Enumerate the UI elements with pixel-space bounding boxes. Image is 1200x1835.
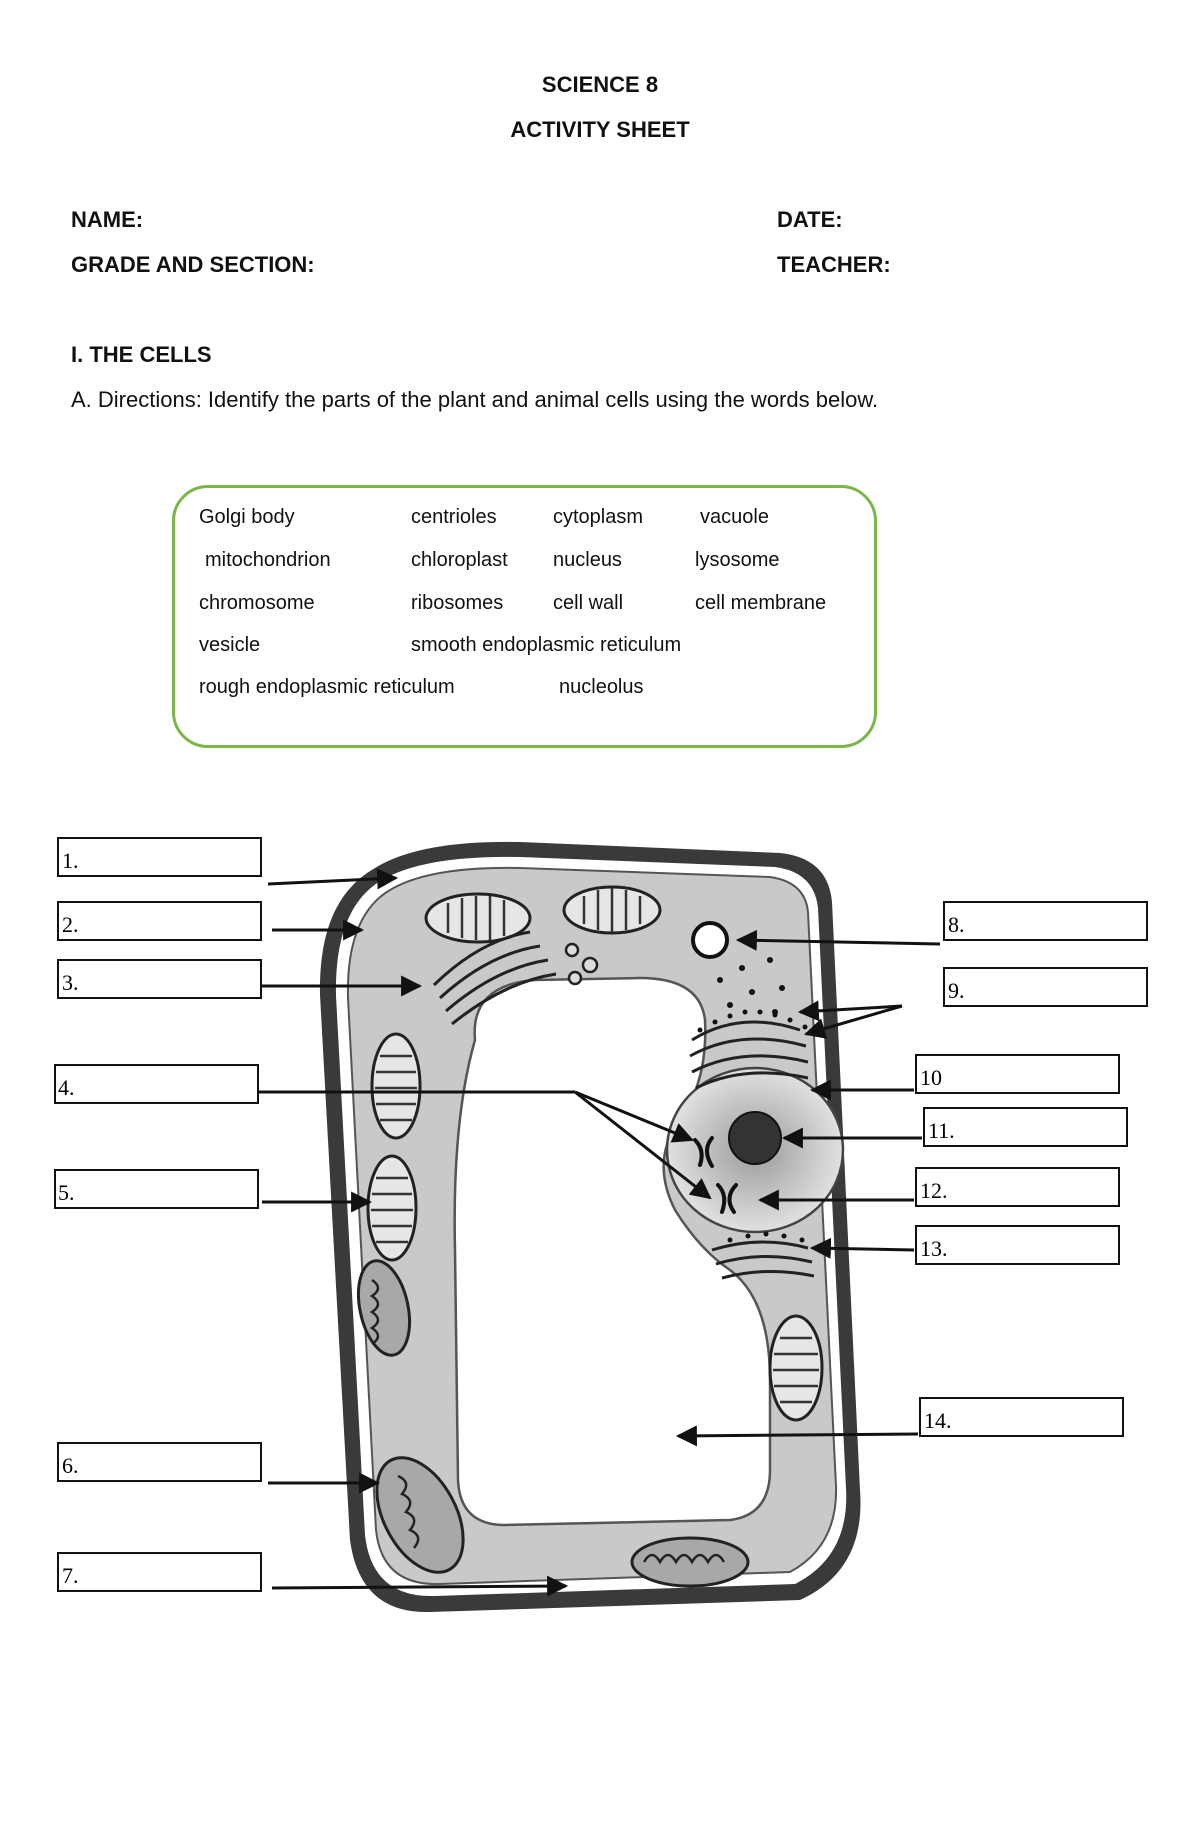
teacher-label: TEACHER: xyxy=(777,252,891,277)
pointer-arrows xyxy=(258,868,941,1597)
answer-label-4: 4. xyxy=(58,1075,75,1100)
worksheet-subtitle: ACTIVITY SHEET xyxy=(510,117,690,142)
mitochondrion-group xyxy=(356,1259,750,1588)
word-bank-item: smooth endoplasmic reticulum xyxy=(411,634,682,656)
word-bank-item: centrioles xyxy=(411,506,497,528)
grade-section-label: GRADE AND SECTION: xyxy=(71,252,315,277)
word-bank-item: vesicle xyxy=(199,634,261,656)
worksheet-title: SCIENCE 8 xyxy=(541,72,659,97)
rough-er-lower xyxy=(711,1240,815,1280)
chromosome-1 xyxy=(693,1136,714,1168)
word-bank-item: cell membrane xyxy=(695,592,827,614)
answer-label-10: 10 xyxy=(920,1065,942,1090)
golgi-vesicles xyxy=(564,942,599,986)
word-bank-item: chloroplast xyxy=(411,549,508,571)
word-bank-item: vacuole xyxy=(700,506,769,528)
word-bank-box xyxy=(172,485,877,748)
answer-label-12: 12. xyxy=(920,1178,948,1203)
directions-text: A. Directions: Identify the parts of the… xyxy=(71,387,879,412)
word-bank-item: ribosomes xyxy=(411,592,504,614)
answer-label-5: 5. xyxy=(58,1180,75,1205)
word-bank-item: nucleolus xyxy=(559,676,644,698)
central-vacuole xyxy=(453,976,772,1527)
answer-label-14: 14. xyxy=(924,1408,952,1433)
golgi-body xyxy=(432,930,557,1026)
answer-label-13: 13. xyxy=(920,1236,948,1261)
answer-label-8: 8. xyxy=(948,912,965,937)
answer-label-11: 11. xyxy=(928,1118,955,1143)
word-bank-item: mitochondrion xyxy=(205,549,331,571)
word-bank-item: nucleus xyxy=(553,549,622,571)
answer-label-7: 7. xyxy=(62,1563,79,1588)
name-label: NAME: xyxy=(71,207,144,232)
date-label: DATE: xyxy=(777,207,843,232)
small-vacuole xyxy=(691,921,729,959)
answer-boxes xyxy=(54,837,1148,1592)
nucleolus xyxy=(728,1111,782,1165)
answer-label-3: 3. xyxy=(62,970,79,995)
word-bank-item: chromosome xyxy=(199,592,315,614)
word-bank-item: rough endoplasmic reticulum xyxy=(199,676,455,698)
word-bank-item: Golgi body xyxy=(199,506,295,528)
word-bank-item: cytoplasm xyxy=(553,506,644,528)
rough-er-upper xyxy=(689,1020,809,1090)
word-bank-item: cell wall xyxy=(553,592,624,614)
answer-label-1: 1. xyxy=(62,848,79,873)
chromosome-2 xyxy=(716,1183,738,1214)
answer-label-9: 9. xyxy=(948,978,965,1003)
word-bank-item: lysosome xyxy=(695,549,780,571)
answer-label-6: 6. xyxy=(62,1453,79,1478)
answer-label-2: 2. xyxy=(62,912,79,937)
section-heading: I. THE CELLS xyxy=(71,342,212,367)
